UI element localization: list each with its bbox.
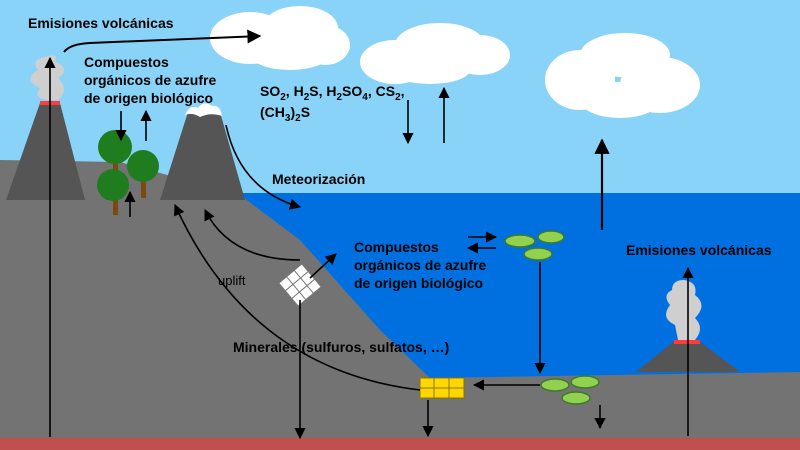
sediment-block bbox=[278, 263, 322, 307]
trees bbox=[97, 130, 159, 215]
volcano-right-smoke bbox=[666, 280, 702, 340]
plankton-upper bbox=[504, 230, 565, 261]
label-volcanic-emissions-top: Emisiones volcánicas bbox=[28, 15, 174, 31]
volcano-smoke bbox=[30, 55, 65, 100]
arrow-emissions-to-clouds bbox=[63, 29, 262, 53]
label-bio-sulfur-ocean-2: orgánicos de azufre bbox=[354, 257, 487, 273]
arrow-uplift-inner bbox=[204, 208, 301, 261]
land-and-seafloor bbox=[0, 160, 800, 450]
plankton-lower bbox=[540, 375, 600, 405]
cloud-middle bbox=[360, 23, 510, 84]
label-bio-sulfur-land-1: Compuestos bbox=[84, 54, 169, 70]
bedrock bbox=[0, 438, 800, 450]
tree-2 bbox=[97, 169, 129, 201]
label-atmos-species-2: (CH3)2S bbox=[260, 104, 311, 124]
label-minerals: Minerales (sulfuros, sulfatos, …) bbox=[233, 339, 450, 355]
label-bio-sulfur-ocean-3: de origen biológico bbox=[354, 275, 484, 291]
tree-3 bbox=[127, 150, 159, 182]
label-uplift: uplift bbox=[218, 273, 246, 288]
label-atmos-species-1: SO2, H2S, H2SO4, CS2, bbox=[260, 83, 405, 103]
mountain-snow bbox=[160, 103, 245, 200]
arrow-weathering bbox=[225, 124, 302, 210]
label-bio-sulfur-land-2: orgánicos de azufre bbox=[84, 72, 217, 88]
arrow-slope bbox=[309, 253, 337, 279]
label-weathering: Meteorización bbox=[272, 171, 366, 187]
arrow-uplift-outer bbox=[174, 203, 421, 391]
label-bio-sulfur-ocean-1: Compuestos bbox=[354, 239, 439, 255]
label-volcanic-emissions-right: Emisiones volcánicas bbox=[626, 242, 772, 258]
mineral-deposit bbox=[419, 377, 465, 399]
cloud-right bbox=[545, 33, 700, 118]
mountain-snowcap bbox=[185, 103, 222, 117]
volcano-right-crater bbox=[674, 340, 700, 344]
flow-arrows bbox=[44, 29, 694, 440]
label-bio-sulfur-land-3: de origen biológico bbox=[84, 90, 214, 106]
tree-1 bbox=[98, 130, 132, 164]
volcano-left-cone bbox=[6, 103, 85, 200]
mountain-cone bbox=[160, 112, 245, 200]
